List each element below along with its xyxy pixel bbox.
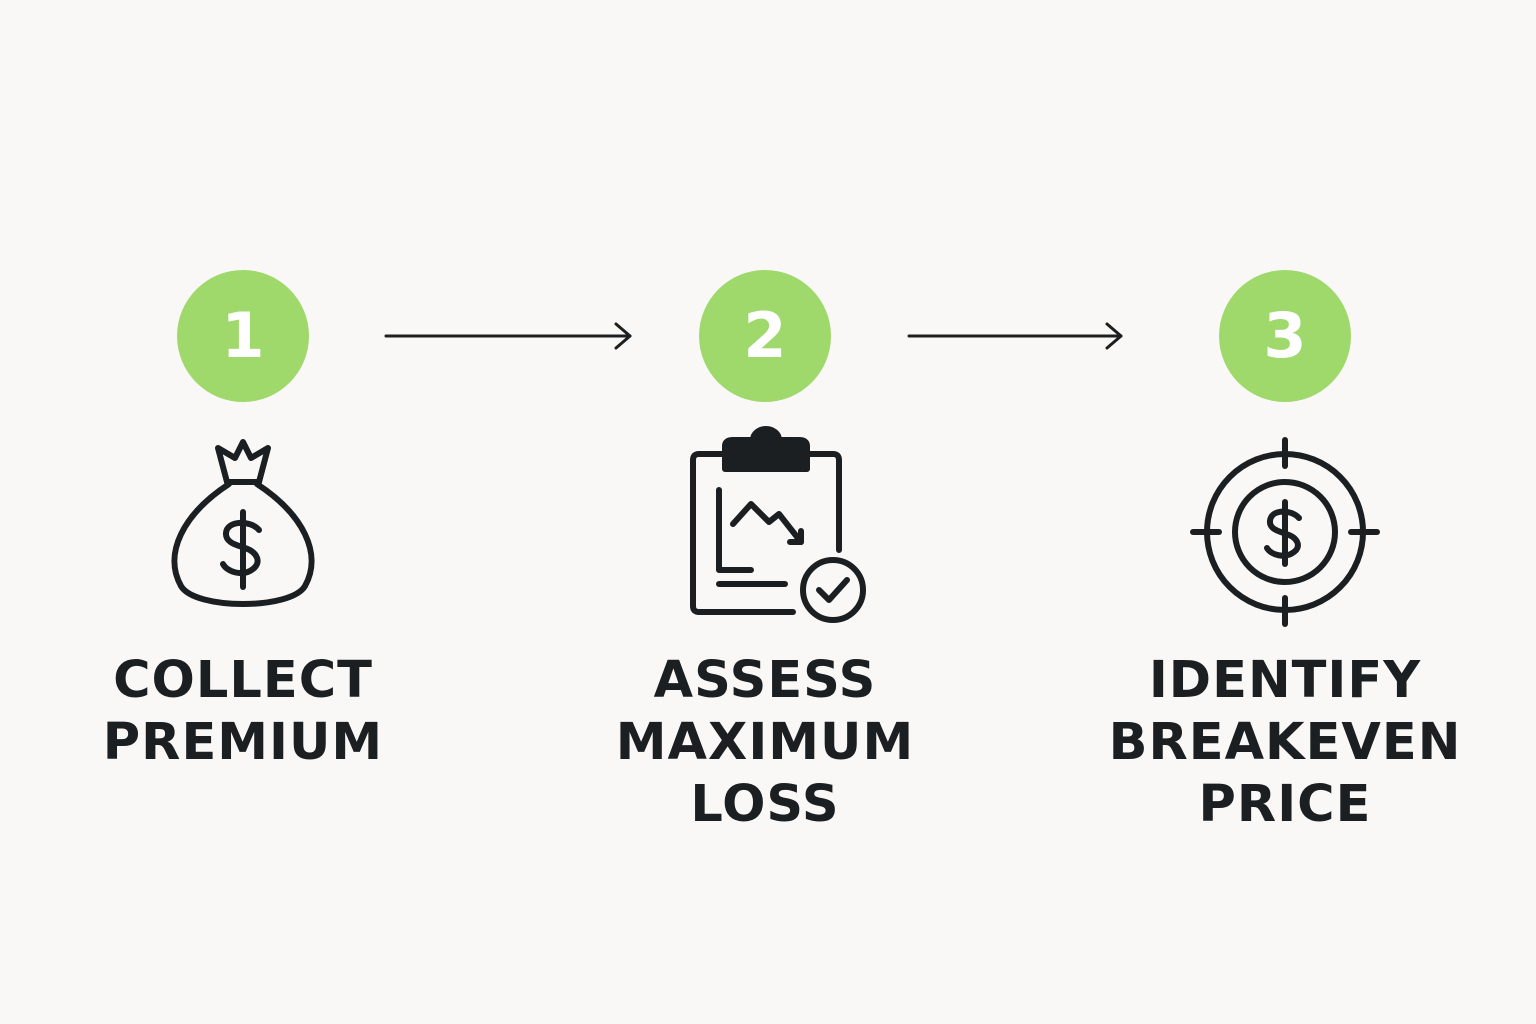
clipboard-chart-check-icon: [665, 426, 866, 632]
right-arrow-icon: [384, 322, 632, 350]
step-label-line: PREMIUM: [102, 713, 384, 772]
step-label-line: MAXIMUM: [615, 713, 915, 772]
step-number-badge: 1: [177, 270, 309, 402]
right-arrow-icon: [907, 322, 1123, 350]
step-label-line: BREAKEVEN: [1108, 713, 1462, 772]
arrow-step1-to-step2: [384, 316, 636, 356]
step-label-line: IDENTIFY: [1148, 651, 1422, 710]
step-identify-breakeven-price: 3 IDENTIFY BREAKEVEN PRICE: [1105, 0, 1465, 1024]
step-label-line: PRICE: [1198, 775, 1372, 834]
step-label: IDENTIFY BREAKEVEN PRICE: [1105, 650, 1465, 836]
step-label-line: ASSESS: [653, 651, 877, 710]
step-label: ASSESS MAXIMUM LOSS: [585, 650, 945, 836]
step-collect-premium: 1 COLLECT PREMIUM: [63, 0, 423, 1024]
arrow-step2-to-step3: [907, 316, 1127, 356]
step-label-line: COLLECT: [113, 651, 373, 710]
step-label-line: LOSS: [690, 775, 840, 834]
target-dollar-icon: [1185, 432, 1385, 632]
money-bag-icon: [143, 432, 343, 632]
step-number-badge: 2: [699, 270, 831, 402]
step-label: COLLECT PREMIUM: [63, 650, 423, 774]
step-number-badge: 3: [1219, 270, 1351, 402]
step-assess-maximum-loss: 2 ASSESS MAXIMUM LOSS: [585, 0, 945, 1024]
